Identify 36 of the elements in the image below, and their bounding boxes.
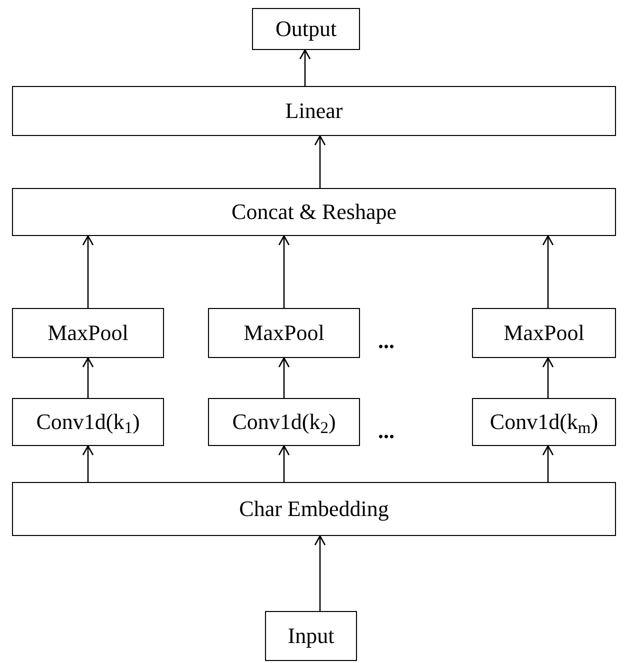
layer-label: MaxPool — [48, 322, 128, 344]
arrow — [278, 445, 290, 482]
layer-label: Input — [288, 625, 334, 647]
arrow — [278, 235, 290, 308]
arrow — [278, 357, 290, 398]
ellipsis: ... — [378, 330, 394, 352]
layer-box — [252, 8, 360, 50]
layer-box — [12, 188, 616, 236]
ellipsis: ... — [378, 420, 394, 442]
layer-box — [208, 308, 360, 358]
arrow — [542, 235, 554, 308]
layer-label: MaxPool — [504, 322, 584, 344]
layer-box — [12, 86, 616, 136]
layer-box — [12, 308, 164, 358]
layer-label: Conv1d(k$_{1}$) — [36, 411, 140, 433]
arrow — [82, 357, 94, 398]
layer-label: Conv1d(k$_{2}$) — [232, 411, 336, 433]
layer-label: Concat & Reshape — [232, 201, 396, 223]
layer-label: MaxPool — [244, 322, 324, 344]
arrow — [82, 235, 94, 308]
layer-box — [12, 398, 164, 446]
layer-label: Char Embedding — [239, 498, 389, 520]
layer-label: Linear — [285, 100, 343, 122]
arrow — [314, 535, 326, 611]
layer-box — [265, 611, 357, 661]
layer-box — [208, 398, 360, 446]
arrow — [542, 357, 554, 398]
layer-box — [472, 398, 616, 446]
arrow — [542, 445, 554, 482]
arrow — [299, 49, 311, 86]
layer-label: Conv1d(k$_{m}$) — [490, 411, 598, 433]
arrow — [314, 135, 326, 188]
layer-box — [472, 308, 616, 358]
arrow — [82, 445, 94, 482]
layer-label: Output — [275, 18, 337, 40]
layer-box — [12, 482, 616, 536]
